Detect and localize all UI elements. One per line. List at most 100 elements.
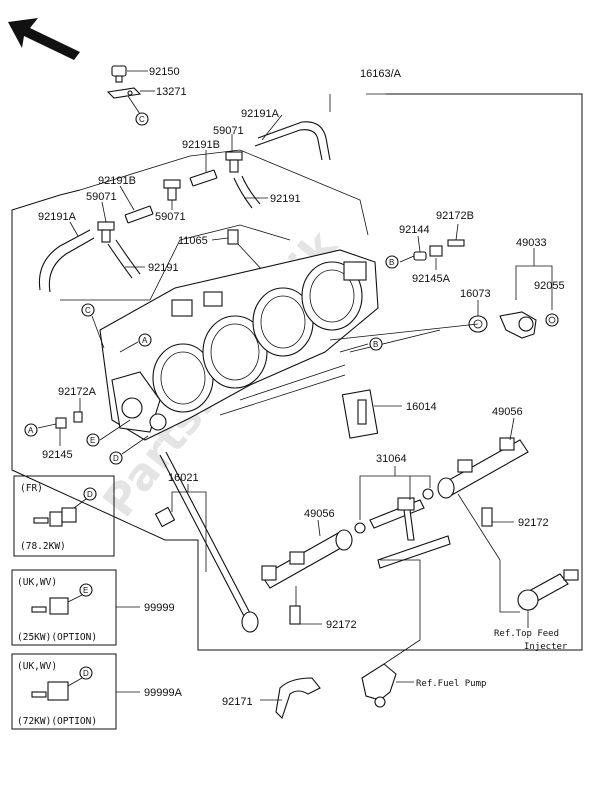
label-59071-mid: 59071 [155,211,186,223]
svg-text:E: E [90,436,95,445]
t-joint-59071-top [225,151,243,173]
hose-subframe-lower [60,224,291,301]
leader-49056-right [509,417,515,441]
fuel-rail-49056-mid [261,529,353,589]
pipe-31064 [354,488,451,569]
hose-92191A-top [254,129,323,161]
label-99999A: 99999A [144,687,183,699]
label-92172B: 92172B [436,210,474,222]
bolt-92150 [111,65,127,83]
oring-92055 [545,313,559,327]
hose-92191B-top [189,169,218,187]
t-joint-59071-mid [163,179,181,201]
label-99999: 99999 [144,602,175,614]
leader-a2 [37,423,57,429]
cable-16021 [154,451,259,633]
hose-92191A-top-outer [257,121,331,161]
label-92055: 92055 [534,280,565,292]
inset-fr: (FR) (78.2KW) D [13,475,115,557]
ref-circle-a2: A [24,423,38,437]
ref-circle-a1: A [138,333,152,347]
leader-92172B [455,223,459,241]
leader-16073-body [329,323,479,341]
leader-11065 [211,237,229,241]
label-49056-right: 49056 [492,406,523,418]
t-joint-59071-left [97,221,115,243]
label-92145: 92145 [42,449,73,461]
label-92191A-top: 92191A [241,108,280,120]
svg-text:B: B [389,258,394,267]
svg-text:A: A [142,336,148,345]
label-92191B-top: 92191B [182,139,220,151]
ref-circle-e1: E [86,433,100,447]
fitting-92144 [413,251,427,261]
ref-circle-d1: D [109,451,123,465]
injector-16014 [341,389,379,439]
leader-59071-left [101,201,107,223]
svg-text:A: A [28,426,34,435]
ref-circle-e2: E [83,586,88,595]
fuel-rail-49056-right [437,437,529,499]
leader-92144 [417,235,421,253]
leader-92191B-left [119,185,135,211]
top-feed-line [457,493,520,613]
ref-circle-b1: B [369,337,383,351]
label-16021: 16021 [168,472,199,484]
ref-circle-d2: D [87,490,93,499]
svg-text:D: D [113,454,119,463]
label-92191-mid: 92191 [148,262,179,274]
inset-uk1-power: (25KW)(OPTION) [17,632,97,643]
leader-16021 [171,491,207,572]
leader-d1 [121,435,149,455]
leader-b1-body [349,329,441,353]
label-92145A: 92145A [412,273,451,285]
hose-92191-mid [107,239,141,279]
bolt-92172-bottom [289,605,301,625]
leader-c1 [127,95,141,115]
hose-92191B-left [124,205,154,224]
fuel-pump-line [380,559,421,665]
inset-uk2-region: (UK,WV) [17,661,57,672]
ref-circle-d3: D [83,669,89,678]
label-11065: 11065 [178,235,208,247]
inset-fr-power: (78.2KW) [20,541,66,552]
inset-uk1-region: (UK,WV) [17,577,57,588]
fitting-92145 [55,417,67,429]
spring-92145A [429,245,443,257]
leader-16014-b [219,374,346,416]
leader-e1 [99,419,131,441]
inset-uk-25kw: (UK,WV) (25KW)(OPTION) E [11,569,117,646]
leader-49056-mid [317,519,321,537]
leader-16014-a [239,364,346,401]
label-92191B-left: 92191B [98,175,136,187]
label-59071-left: 59071 [86,191,117,203]
top-feed-connector [517,569,579,611]
label-92191A-left: 92191A [38,211,77,223]
label-92191-top: 92191 [270,193,301,205]
inset-uk2-power: (72KW)(OPTION) [17,716,97,727]
label-16073: 16073 [460,288,491,300]
note-ref-top-feed-1: Ref.Top Feed [494,629,559,639]
label-49033: 49033 [516,237,547,249]
inset-fr-region: (FR) [20,483,43,494]
fitting-49033 [499,311,537,339]
ref-circle-b2: B [385,255,399,269]
note-ref-fuel-pump: Ref.Fuel Pump [416,679,486,689]
sensor-11065 [227,229,239,245]
ref-circle-c1: C [135,112,149,126]
hose-92191-top [233,175,261,209]
leader-b2 [399,255,415,263]
label-59071-top: 59071 [213,125,244,137]
leader-b1 [339,343,369,353]
gasket-13271 [106,87,142,99]
svg-text:C: C [139,115,145,124]
ref-circle-c2: C [81,303,95,317]
label-16014: 16014 [406,401,437,413]
label-49056-mid: 49056 [304,508,335,520]
label-31064: 31064 [376,453,407,465]
bolt-92172A [73,411,83,423]
label-92150: 92150 [149,66,180,78]
clamp-92171 [275,677,321,720]
